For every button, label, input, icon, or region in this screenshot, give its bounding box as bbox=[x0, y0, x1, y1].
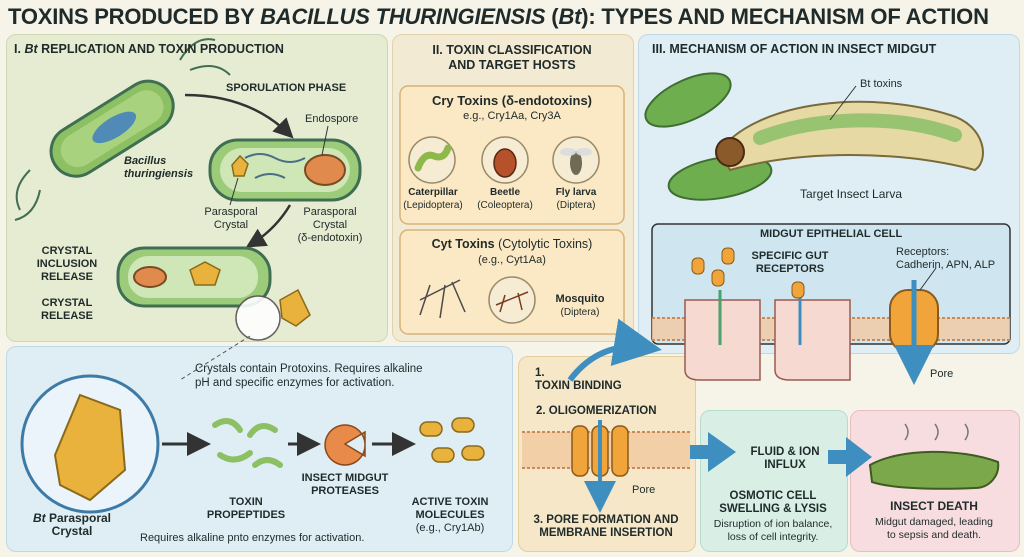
sporulation-label: SPORULATION PHASE bbox=[226, 82, 346, 95]
bt-toxins-label: Bt toxins bbox=[860, 78, 902, 91]
pore-label: Pore bbox=[930, 368, 953, 381]
mosquito-label: Mosquito(Diptera) bbox=[540, 293, 620, 319]
section1-heading: I. Bt REPLICATION AND TOXIN PRODUCTION bbox=[14, 42, 284, 57]
endospore-label: Endospore bbox=[305, 113, 358, 126]
host-beetle: Beetle(Coleoptera) bbox=[469, 186, 541, 212]
midgut-cell-label: MIDGUT EPITHELIAL CELL bbox=[760, 228, 902, 241]
sporulating-cell-icon bbox=[210, 140, 360, 200]
leaf-icon bbox=[638, 62, 738, 137]
flow-arrow-icon bbox=[828, 437, 872, 477]
propeptide-icons bbox=[215, 421, 280, 465]
death-label: INSECT DEATH bbox=[850, 500, 1018, 513]
active-toxin-icons bbox=[420, 418, 484, 462]
host-fly-larva: Fly larva(Diptera) bbox=[540, 186, 612, 212]
cry-title: Cry Toxins (δ-endotoxins) bbox=[400, 93, 624, 108]
step1-label: 1.TOXIN BINDING bbox=[535, 367, 622, 393]
step2-label: 2. OLIGOMERIZATION bbox=[536, 405, 657, 418]
protoxin-note: Crystals contain Protoxins. Requires alk… bbox=[195, 362, 423, 390]
activation-footnote: Requires alkaline pnto enzymes for activ… bbox=[140, 532, 364, 545]
cry-example: e.g., Cry1Aa, Cry3A bbox=[400, 110, 624, 123]
dead-larva-icon bbox=[870, 424, 998, 489]
target-larva-label: Target Insect Larva bbox=[800, 188, 902, 201]
host-caterpillar: Caterpillar(Lepidoptera) bbox=[397, 186, 469, 212]
receptors-list-label: Receptors:Cadherin, APN, ALP bbox=[896, 246, 995, 272]
beetle-icon bbox=[494, 149, 516, 177]
flow-arrow-icon bbox=[690, 432, 736, 472]
protease-icon bbox=[325, 425, 365, 465]
section3-heading: III. MECHANISM OF ACTION IN INSECT MIDGU… bbox=[652, 42, 936, 57]
bacillus-cell-icon bbox=[15, 39, 230, 220]
release-cell-icon bbox=[118, 248, 310, 340]
cyt-title: Cyt Toxins (Cytolytic Toxins) bbox=[400, 237, 624, 251]
cyt-example: (e.g., Cyt1Aa) bbox=[400, 254, 624, 267]
insect-larva-icon bbox=[716, 102, 983, 170]
step-pore-label: Pore bbox=[632, 484, 655, 497]
osmotic-desc: Disruption of ion balance,loss of cell i… bbox=[700, 518, 846, 544]
